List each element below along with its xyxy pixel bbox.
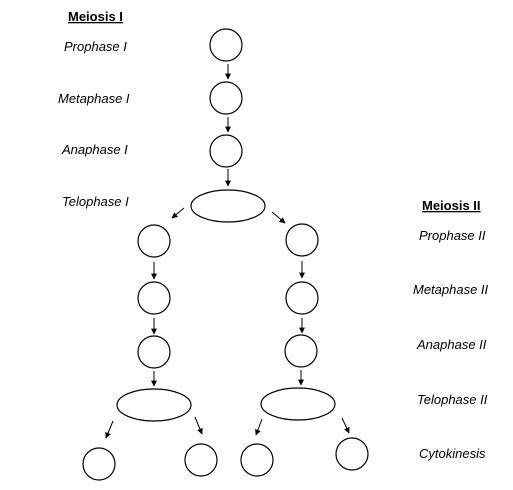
cell-telophase-1: [190, 189, 266, 223]
label-metaphase-2: Metaphase II: [413, 282, 489, 297]
arrow-telophase-1-left: [171, 207, 185, 219]
arrow-left-telophase-2-right: [194, 416, 203, 435]
cell-left-metaphase-2: [137, 281, 171, 315]
cell-left-anaphase-2: [137, 335, 171, 369]
cell-prophase-1: [209, 28, 243, 62]
cell-metaphase-1: [209, 81, 243, 115]
cell-right-daughter-1: [240, 443, 274, 477]
label-metaphase-1: Metaphase I: [58, 91, 130, 106]
label-prophase-2: Prophase II: [419, 228, 486, 243]
cell-right-metaphase-2: [285, 281, 319, 315]
cell-right-prophase-2: [285, 223, 319, 257]
arrow-telophase-1-right: [271, 211, 286, 224]
label-anaphase-1: Anaphase I: [61, 142, 128, 157]
cell-left-daughter-1: [82, 447, 116, 481]
meiosis-2-header: Meiosis II: [422, 198, 481, 213]
arrow-right-telophase-2-right: [341, 417, 350, 434]
label-telophase-1: Telophase I: [62, 194, 129, 209]
cell-left-telophase-2: [116, 388, 192, 422]
label-anaphase-2: Anaphase II: [416, 337, 487, 352]
cell-anaphase-1: [209, 134, 243, 168]
label-prophase-1: Prophase I: [64, 39, 127, 54]
cell-right-telophase-2: [260, 387, 336, 421]
cell-left-prophase-2: [137, 224, 171, 258]
label-cytokinesis: Cytokinesis: [419, 446, 486, 461]
cell-left-daughter-2: [184, 443, 218, 477]
arrow-left-telophase-2-left: [105, 420, 114, 439]
cell-right-anaphase-2: [284, 334, 318, 368]
meiosis-1-header: Meiosis I: [68, 9, 123, 24]
cell-right-daughter-2: [335, 437, 369, 471]
label-telophase-2: Telophase II: [417, 392, 488, 407]
arrow-right-telophase-2-left: [255, 418, 263, 436]
